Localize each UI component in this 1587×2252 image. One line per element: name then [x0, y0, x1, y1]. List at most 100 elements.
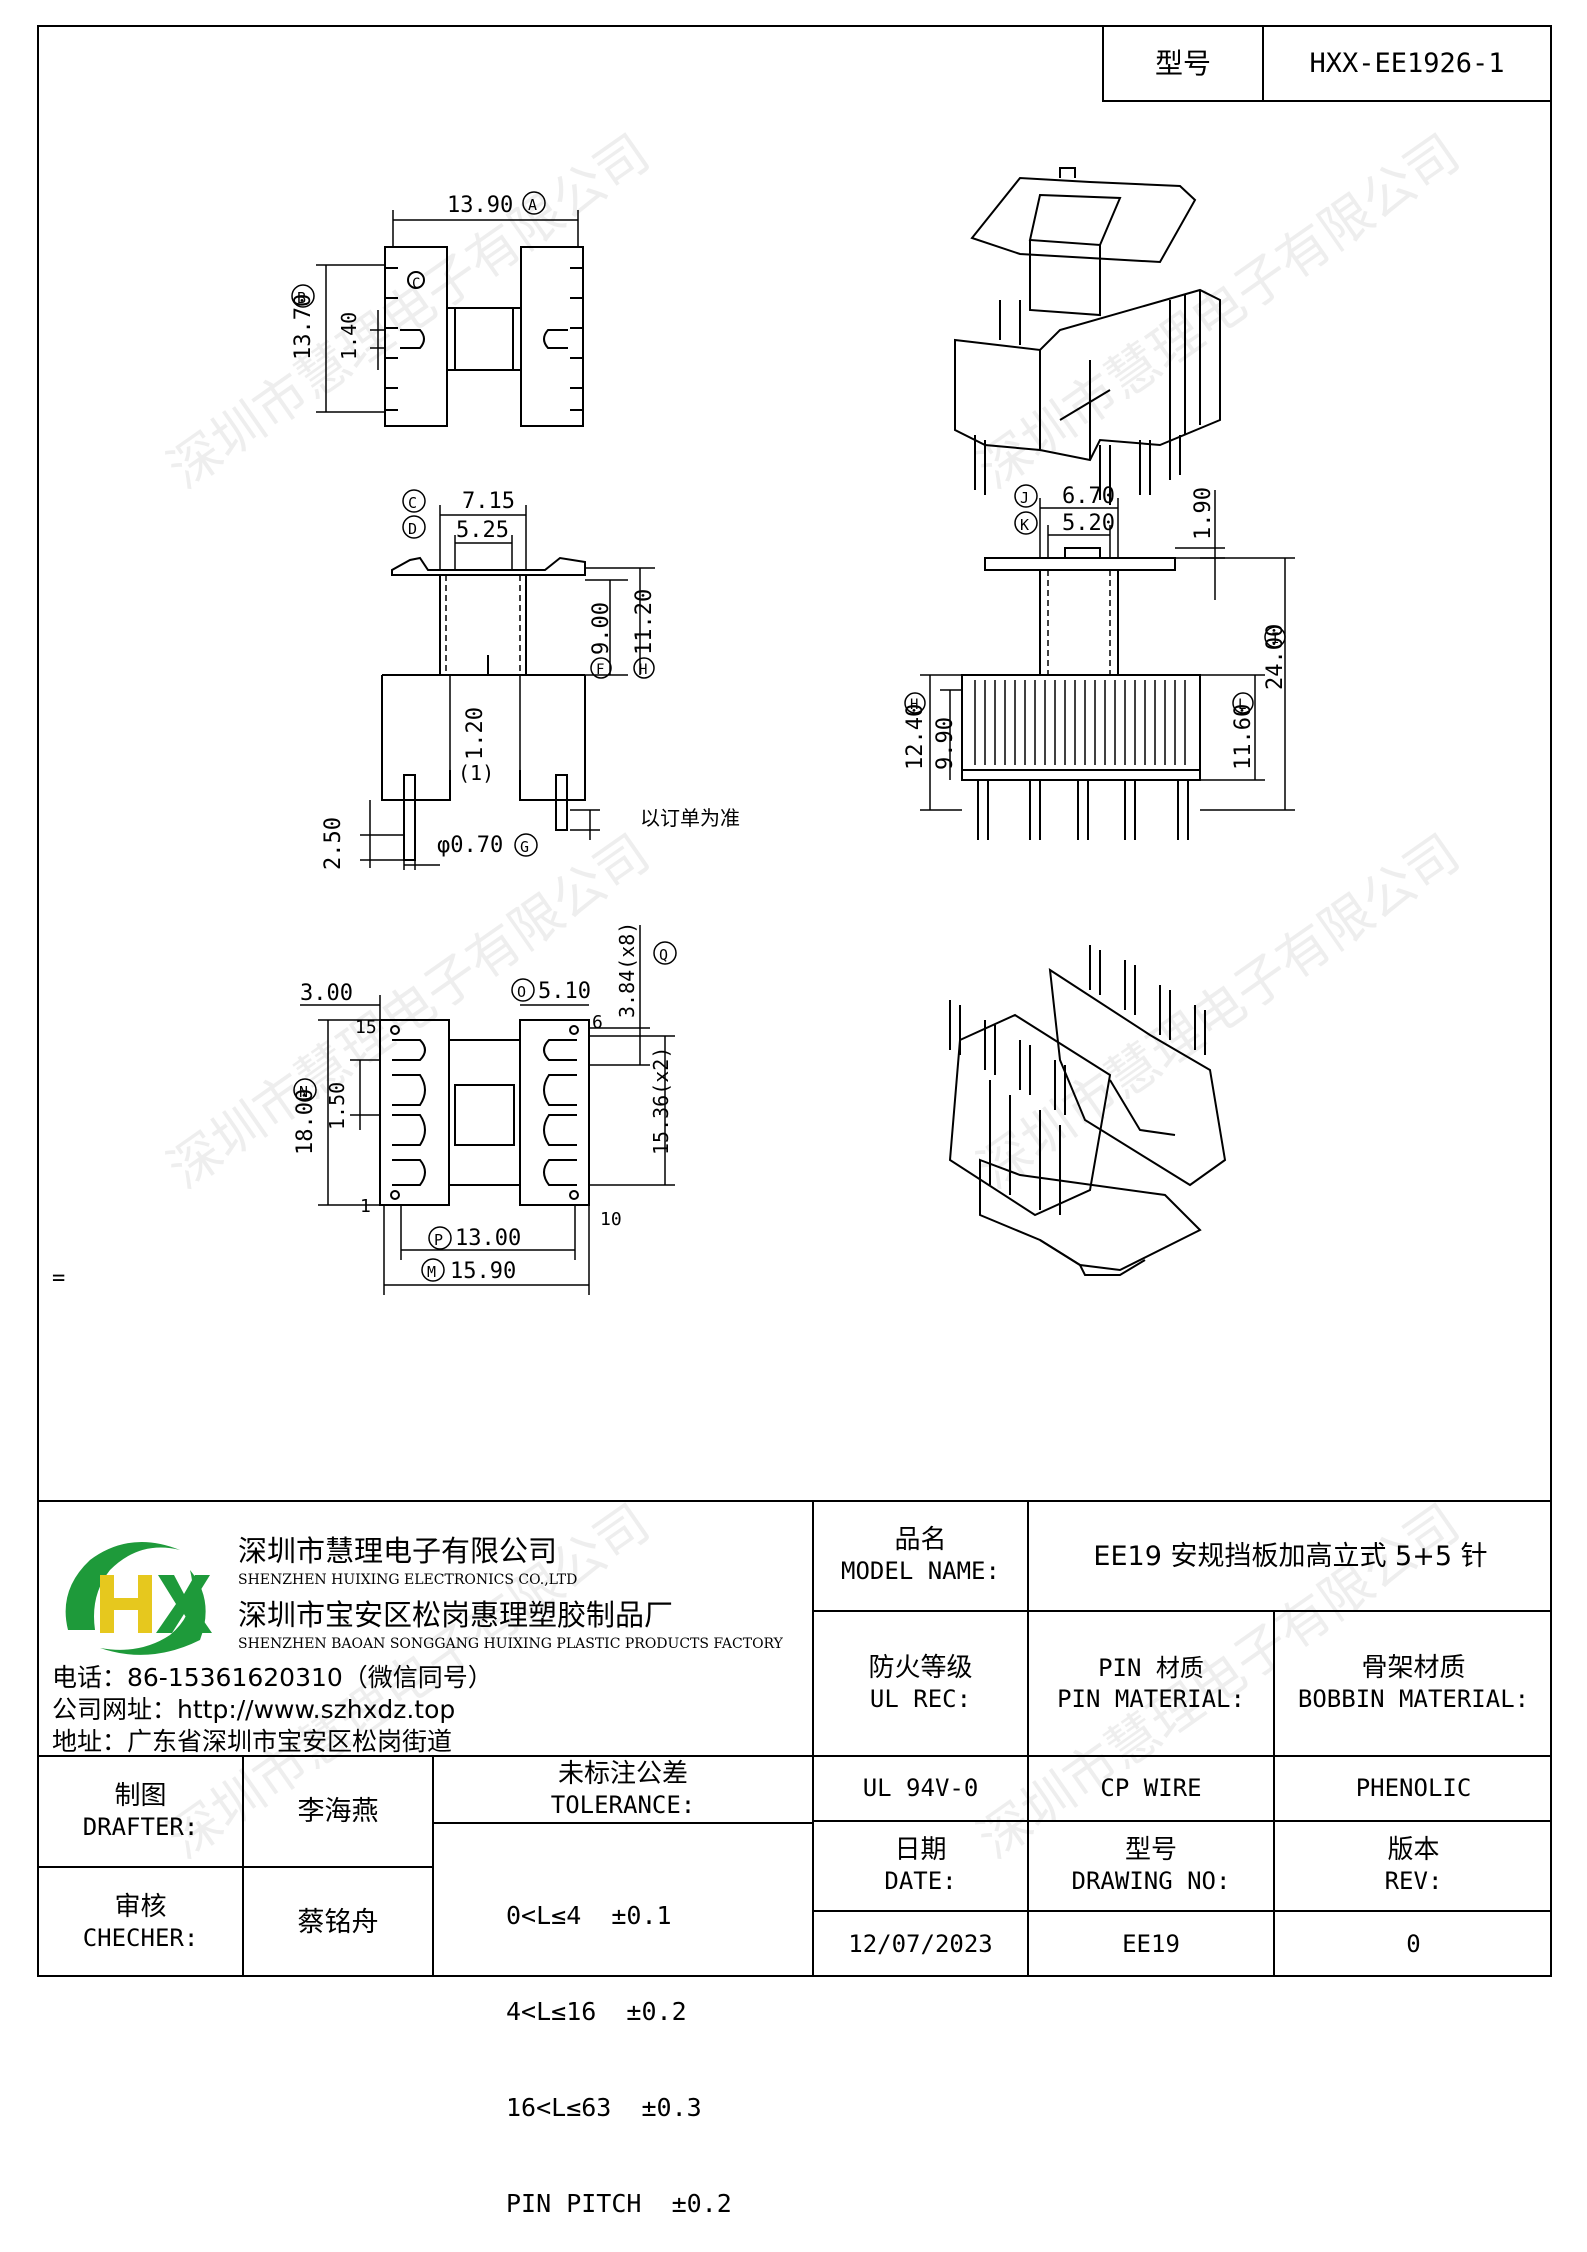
dim-left2: 9.90 — [933, 717, 958, 770]
drafter-label-en: DRAFTER: — [82, 1812, 199, 1841]
dim-width: 13.90 — [447, 193, 513, 218]
factory-name-cn: 深圳市宝安区松岗惠理塑胶制品厂 — [238, 1598, 674, 1632]
checker-name: 蔡铭舟 — [297, 1907, 379, 1938]
checker-label-cn: 审核 — [114, 1891, 167, 1922]
factory-name-en: SHENZHEN BAOAN SONGGANG HUIXING PLASTIC … — [238, 1636, 783, 1652]
dim-left1: 12.40 — [903, 704, 928, 770]
rev-label-en: REV: — [1384, 1867, 1443, 1895]
dim-top-outer: 6.70 — [1062, 484, 1115, 509]
dim-top-inner: 5.25 — [456, 518, 509, 543]
titleblock-border — [37, 1500, 1552, 1502]
dim-h1: 9.00 — [589, 602, 614, 655]
titleblock-border — [432, 1822, 812, 1824]
drawing-no-value: EE19 — [1122, 1930, 1180, 1958]
rev-label-cn: 版本 — [1387, 1835, 1440, 1865]
dim-h2: 11.20 — [632, 589, 657, 655]
dim-ref: J — [1020, 489, 1029, 507]
titleblock-border — [1027, 1500, 1029, 1977]
date-value: 12/07/2023 — [848, 1930, 993, 1958]
dim-slot: 1.40 — [337, 312, 361, 360]
view-front — [360, 505, 655, 870]
model-box-value: HXX-EE1926-1 — [1309, 48, 1505, 79]
isometric-view-top — [954, 167, 1221, 505]
titleblock-border — [812, 1910, 1552, 1912]
company-logo — [65, 1542, 212, 1655]
dim-top-h: 1.90 — [1191, 487, 1216, 540]
model-box-label: 型号 — [1154, 47, 1211, 80]
isometric-view-bottom — [948, 945, 1227, 1276]
model-name-value: EE19 安规挡板加高立式 5+5 针 — [1093, 1540, 1488, 1572]
dim-span: 15.36(x2) — [649, 1047, 673, 1155]
titleblock-border — [242, 1755, 244, 1977]
pin-number: 15 — [355, 1017, 377, 1038]
view-side — [920, 490, 1295, 840]
dim-ref: C — [408, 494, 417, 512]
pin-material-value: CP WIRE — [1100, 1774, 1202, 1802]
dim-ref: M — [427, 1263, 436, 1281]
dim-ref: D — [408, 520, 417, 538]
dim-height: 13.70 — [291, 294, 316, 360]
view-bottom — [300, 925, 675, 1295]
drawing-no-label: 型号 DRAWING NO: — [1029, 1822, 1273, 1910]
tolerance-label-en: TOLERANCE: — [550, 1790, 696, 1819]
ul-rec-value: UL 94V-0 — [862, 1774, 979, 1802]
model-box-border — [1102, 100, 1552, 102]
bobbin-material-label-cn: 骨架材质 — [1361, 1652, 1466, 1683]
dim-b2: 15.90 — [450, 1259, 516, 1284]
model-box-border — [1102, 25, 1104, 102]
date-label-en: DATE: — [884, 1867, 957, 1895]
model-name-label-cn: 品名 — [894, 1525, 947, 1555]
titleblock-border — [1273, 1610, 1275, 1977]
rev-value: 0 — [1406, 1930, 1421, 1958]
view-top — [316, 210, 584, 427]
dim-ref: O — [517, 983, 526, 1001]
dim-pin-len: 2.50 — [321, 817, 346, 870]
dim-ref: C — [412, 276, 420, 292]
titleblock-border — [812, 1610, 1552, 1612]
tolerance-label-cn: 未标注公差 — [557, 1758, 688, 1789]
company-website: 公司网址：http://www.szhxdz.top — [52, 1695, 456, 1724]
pin-material-label: PIN 材质 PIN MATERIAL: — [1029, 1612, 1273, 1755]
model-box-border — [1262, 25, 1264, 102]
dim-ref: A — [528, 196, 537, 214]
technical-drawing: 13.90 A 13.70 B 1.40 C 7.15 5.25 C D 9.0… — [52, 167, 1295, 1295]
dim-b1: 13.00 — [455, 1226, 521, 1251]
ul-rec-label-cn: 防火等级 — [868, 1652, 973, 1683]
bobbin-material-label-en: BOBBIN MATERIAL: — [1297, 1684, 1530, 1713]
dim-ref: G — [520, 838, 529, 856]
tolerance-line: 0<L≤4 ±0.1 — [506, 1901, 672, 1930]
ul-rec-label-en: UL REC: — [869, 1684, 972, 1713]
drafter-label-cn: 制图 — [114, 1780, 167, 1811]
pin-number: 6 — [592, 1012, 603, 1033]
pin-material-label-cn: PIN 材质 — [1098, 1653, 1204, 1682]
dim-ref: H — [910, 697, 918, 713]
model-name-label: 品名 MODEL NAME: — [814, 1502, 1027, 1610]
titleblock-border — [37, 1755, 1552, 1757]
pin-number: 10 — [600, 1209, 622, 1230]
note-order: 以订单为准 — [640, 806, 740, 830]
dim-total: 24.00 — [1263, 624, 1288, 690]
tolerance-line: 16<L≤63 ±0.3 — [506, 2093, 702, 2122]
company-phone: 电话：86-15361620310（微信同号） — [52, 1663, 493, 1692]
titleblock-border — [432, 1755, 434, 1977]
company-name-en: SHENZHEN HUIXING ELECTRONICS CO.,LTD — [238, 1572, 578, 1588]
titleblock-border — [812, 1500, 814, 1977]
date-label: 日期 DATE: — [814, 1822, 1027, 1910]
model-name-label-en: MODEL NAME: — [841, 1557, 1000, 1585]
dim-top-outer: 7.15 — [462, 489, 515, 514]
dim-pitch: 3.84(x8) — [615, 922, 639, 1018]
tolerance-label: 未标注公差 TOLERANCE: — [434, 1757, 812, 1822]
dim-w1: 3.00 — [300, 981, 353, 1006]
tolerance-list: 0<L≤4 ±0.1 4<L≤16 ±0.2 16<L≤63 ±0.3 PIN … — [506, 1836, 806, 2252]
date-label-cn: 日期 — [894, 1835, 947, 1865]
stray-mark: = — [52, 1266, 65, 1291]
checker-label: 审核 CHECHER: — [39, 1868, 242, 1977]
dim-h: 18.00 — [293, 1089, 318, 1155]
pin-material-label-en: PIN MATERIAL: — [1057, 1684, 1245, 1713]
dim-mid: 1.20 — [463, 707, 488, 760]
dim-ref: F — [596, 662, 604, 678]
dim-ref: N — [299, 1083, 308, 1101]
dim-top-inner: 5.20 — [1062, 511, 1115, 536]
model-box-border — [1102, 25, 1552, 27]
drawing-no-label-cn: 型号 — [1124, 1835, 1177, 1865]
